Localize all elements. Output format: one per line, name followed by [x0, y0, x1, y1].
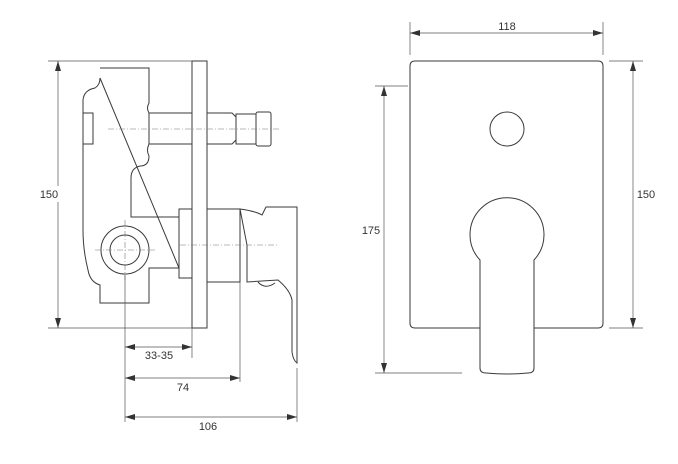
body-slot: [82, 112, 94, 145]
lever-curve: [257, 281, 276, 287]
handle-base: [207, 208, 241, 283]
dim-total-label: 106: [199, 421, 217, 433]
cover-plate-front: [409, 60, 604, 329]
lever-front: [469, 197, 545, 375]
front-view: 118 150 175: [360, 21, 658, 375]
cover-plate-side: [191, 60, 208, 329]
diverter-button: [489, 111, 525, 147]
valve-body: [82, 67, 180, 304]
dim-height-label: 150: [40, 189, 58, 201]
dim-body-label: 74: [177, 382, 189, 394]
lever-handle: [239, 206, 298, 365]
side-view: 150 33-35 74 106: [38, 60, 298, 433]
cartridge: [178, 208, 193, 279]
dim-wall-label: 33-35: [145, 350, 173, 362]
diverter-stem: [207, 112, 237, 145]
dim-total-height-label: 175: [362, 225, 380, 237]
upper-pipe: [148, 112, 193, 145]
dim-plate-height-label: 150: [637, 189, 655, 201]
dim-width-label: 118: [498, 21, 516, 33]
